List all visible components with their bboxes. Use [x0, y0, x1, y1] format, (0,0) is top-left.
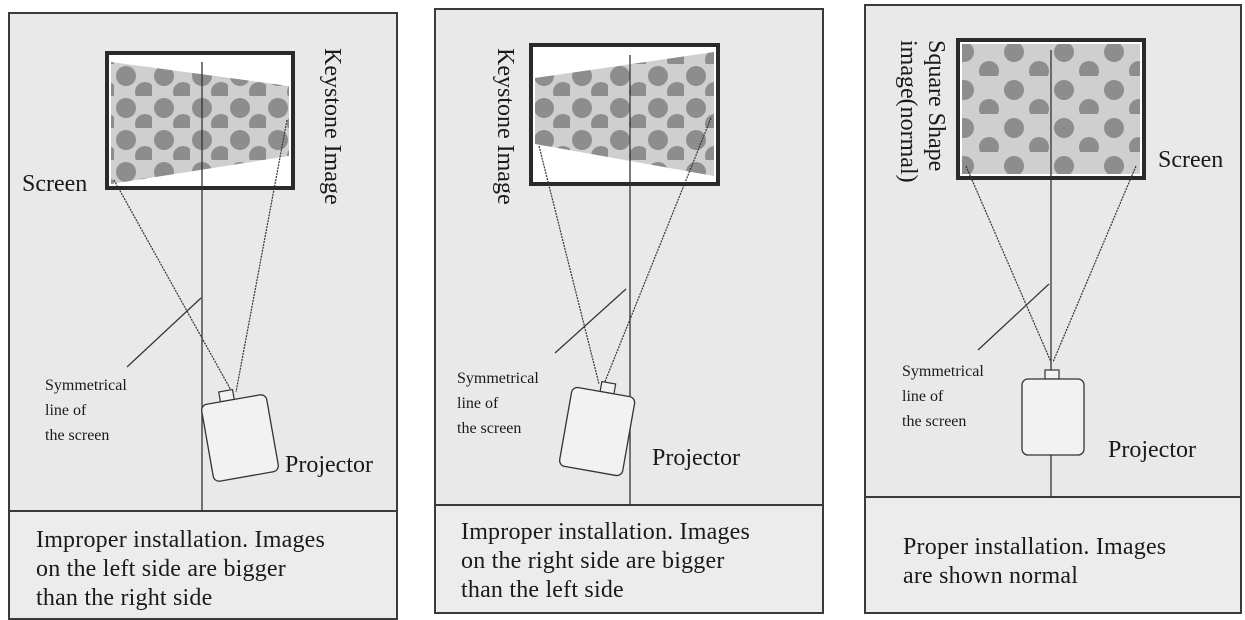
projection-line	[1052, 165, 1137, 363]
projector-icon	[558, 380, 636, 477]
caption: Proper installation. Images are shown no…	[903, 534, 1167, 589]
projector-icon	[1021, 369, 1085, 456]
projector-label: Projector	[652, 445, 740, 471]
keystone-image-label: Keystone Image	[319, 48, 345, 205]
projector-icon	[201, 388, 279, 482]
symmetry-label: Symmetrical line of the screen	[457, 370, 539, 437]
leader-line	[126, 297, 202, 368]
leader-line	[977, 283, 1050, 351]
projector-label: Projector	[285, 452, 373, 478]
screen-label: Screen	[1158, 147, 1224, 173]
leader-line	[554, 288, 627, 354]
projector-label: Projector	[1108, 437, 1196, 463]
projection-line	[235, 119, 288, 393]
projection-line	[965, 165, 1052, 363]
projection-line	[538, 145, 600, 385]
caption-box	[10, 510, 396, 618]
caption: Improper installation. Images on the lef…	[36, 527, 326, 611]
keystone-image-area	[111, 62, 289, 184]
caption: Improper installation. Images on the rig…	[461, 519, 751, 603]
projection-line	[603, 117, 712, 385]
symmetry-label: Symmetrical line of the screen	[45, 377, 127, 444]
symmetry-label: Symmetrical line of the screen	[902, 363, 984, 430]
screen-label: Screen	[22, 171, 88, 197]
keystone-image-area	[535, 52, 714, 176]
keystone-image-label: Keystone Image	[492, 48, 518, 205]
projection-line	[113, 179, 233, 393]
